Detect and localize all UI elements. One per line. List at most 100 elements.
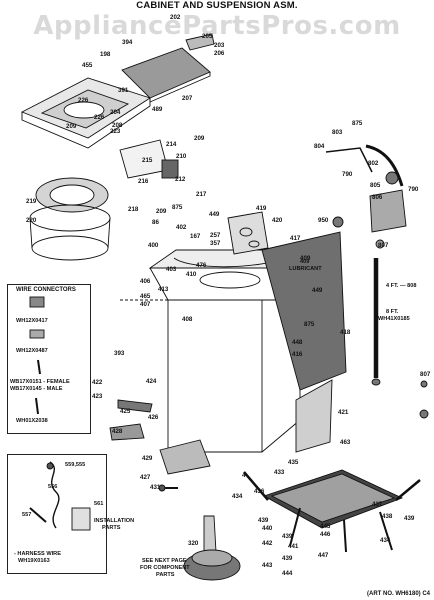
part-number-label: 219 [26, 198, 37, 205]
part-number-label: 439 [282, 555, 293, 562]
part-number-label: 950 [318, 217, 329, 224]
part-number-label: 416 [292, 351, 303, 358]
lid-illustration [121, 47, 211, 99]
part-number-label: 209 [66, 123, 77, 130]
part-number-label: 394 [122, 39, 133, 46]
harness-part-number: 559,555 [65, 462, 86, 468]
part-number-label: 203 [214, 42, 225, 49]
part-number-label: 207 [182, 95, 193, 102]
installation-label: PARTS [102, 525, 121, 531]
part-number-label: 448 [292, 339, 303, 346]
part-number-label: 198 [100, 51, 111, 58]
part-number-label: 214 [166, 141, 177, 148]
part-number-label: 402 [176, 224, 187, 231]
part-number-label: 206 [214, 50, 225, 57]
part-number-label: 439 [258, 517, 269, 524]
harness-part-number: 556 [48, 484, 58, 490]
part-number-label: 204 [110, 109, 121, 116]
part-number-label: 438 [382, 513, 393, 520]
part-number-label: 425 [120, 408, 131, 415]
part-number-label: 804 [314, 143, 325, 150]
part-number-label: 875 [352, 120, 363, 127]
part-number-label: 476 [196, 262, 207, 269]
part-number-label: 427 [140, 474, 151, 481]
part-number-label: 391 [118, 87, 129, 94]
wire-connector-item: WH12X0417 [16, 318, 48, 324]
part-number-label: 444 [282, 570, 293, 577]
part-number-label: 226 [94, 114, 105, 121]
part-number-label: 449 [312, 287, 323, 294]
part-number-label: 431 [150, 484, 161, 491]
part-number-label: 442 [262, 540, 273, 547]
part-number-label: 4 [242, 472, 246, 479]
part-number-label: 357 [210, 240, 221, 247]
part-number-label: 435 [288, 459, 299, 466]
hose-8ft-label: 8 FT. [386, 309, 399, 315]
part-number-label: 802 [368, 160, 379, 167]
part-number-label: 437 [372, 501, 383, 508]
part-number-label: 806 [372, 194, 383, 201]
part-number-label: 209 [194, 135, 205, 142]
part-number-label: 216 [138, 178, 149, 185]
part-number-label: 408 [182, 316, 193, 323]
part-number-label: 465 [140, 293, 151, 300]
part-number-label: 446 [320, 531, 331, 538]
part-number-label: 406 [140, 278, 151, 285]
see-next-page-note: FOR COMPONENT [140, 565, 190, 571]
hose-8ft-code: WH41X0185 [378, 316, 410, 322]
wire-connector-item: WH01X2038 [16, 418, 48, 424]
part-number-label: 393 [114, 350, 125, 357]
page-title: CABINET AND SUSPENSION ASM. [136, 0, 298, 11]
part-number-label: 208 [112, 122, 123, 129]
part-number-label: 807 [420, 371, 431, 378]
wire-connector-item: WB17X0145 - MALE [10, 386, 63, 392]
harness-part-code: WH19X0163 [18, 558, 50, 564]
part-number-label: 420 [272, 217, 283, 224]
part-number-label: 421 [338, 409, 349, 416]
part-number-label: 805 [370, 182, 381, 189]
part-number-label: 407 [140, 301, 151, 308]
part-number-label: 202 [170, 14, 181, 21]
motor-illustration [203, 515, 217, 553]
see-next-page-note: SEE NEXT PAGE [142, 558, 187, 564]
wire-connectors-heading: WIRE CONNECTORS [14, 287, 78, 293]
part-number-label: 417 [290, 235, 301, 242]
wire-connector-item: WB17X0151 - FEMALE [10, 379, 70, 385]
harness-wire-box [7, 454, 107, 574]
part-number-label: 445 [320, 523, 331, 530]
water-valve-illustration [369, 189, 407, 233]
part-number-label: 413 [158, 286, 169, 293]
part-number-label: 455 [82, 62, 93, 69]
part-number-label: 209 [156, 208, 167, 215]
part-number-label: 424 [146, 378, 157, 385]
part-number-label: 439 [282, 533, 293, 540]
part-number-label: 443 [262, 562, 273, 569]
lubricant-label: LUBRICANT [289, 266, 322, 272]
part-number-label: 320 [188, 540, 199, 547]
art-number: (ART NO. WH6180) C4 [366, 591, 430, 597]
part-number-label: 790 [342, 171, 353, 178]
wire-connector-item: WH12X0487 [16, 348, 48, 354]
part-number-label: 419 [256, 205, 267, 212]
side-panel-illustration [261, 231, 347, 391]
part-number-label: 210 [176, 153, 187, 160]
harness-caption: - HARNESS WIRE [14, 551, 61, 557]
part-number-label: 86 [152, 219, 159, 226]
part-number-label: 434 [232, 493, 243, 500]
harness-part-number: 557 [22, 512, 32, 518]
part-number-label: 418 [340, 329, 351, 336]
watermark: AppliancePartsPros.com [33, 11, 401, 41]
see-next-page-note: PARTS [156, 572, 175, 578]
part-number-label: 223 [110, 128, 121, 135]
part-number-label: 447 [318, 552, 329, 559]
part-number-label: 875 [172, 204, 183, 211]
part-number-label: 257 [210, 232, 221, 239]
part-number-label: 807 [378, 242, 389, 249]
part-number-label: 400 [148, 242, 159, 249]
part-number-label: 434 [380, 537, 391, 544]
part-number-label: 463 [340, 439, 351, 446]
part-number-label: 803 [332, 129, 343, 136]
part-number-label: 422 [92, 379, 103, 386]
